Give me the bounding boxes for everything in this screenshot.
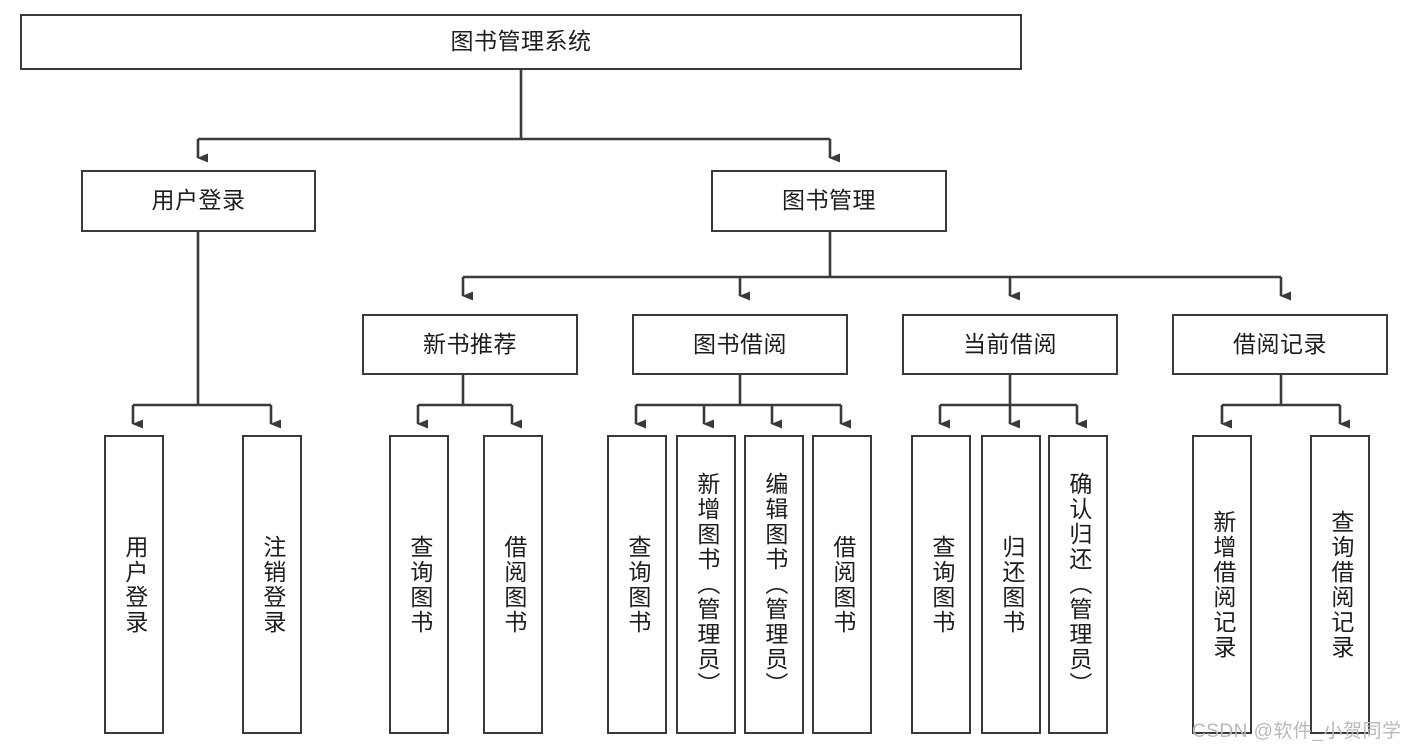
leaf-user-login[interactable]: 用户登录	[104, 435, 164, 734]
node-label: 查询借阅记录	[1327, 509, 1354, 660]
leaf-logout[interactable]: 注销登录	[242, 435, 302, 734]
node-root-book-management-system[interactable]: 图书管理系统	[20, 14, 1022, 70]
node-book-borrowing[interactable]: 图书借阅	[632, 314, 848, 375]
node-label: 图书管理	[782, 187, 876, 214]
node-label: 用户登录	[121, 534, 148, 635]
leaf-query-book-current[interactable]: 查询图书	[911, 435, 971, 734]
node-book-management[interactable]: 图书管理	[711, 170, 947, 232]
node-label: 新增借阅记录	[1209, 509, 1236, 660]
node-label: 图书借阅	[693, 330, 787, 357]
leaf-query-book-new[interactable]: 查询图书	[389, 435, 449, 734]
node-label: 用户登录	[151, 187, 246, 214]
node-user-login[interactable]: 用户登录	[81, 170, 316, 232]
node-label: 借阅图书	[500, 534, 527, 635]
node-label: 当前借阅	[963, 330, 1057, 357]
csdn-watermark: CSDN @软件_小贺同学	[1192, 721, 1402, 742]
leaf-return-book[interactable]: 归还图书	[981, 435, 1041, 734]
node-label: 编辑图书（管理员）	[761, 472, 788, 697]
node-label: 查询图书	[406, 534, 433, 635]
node-label: 查询图书	[624, 534, 651, 635]
node-label: 注销登录	[259, 534, 286, 635]
node-label: 确认归还（管理员）	[1065, 472, 1092, 697]
node-label: 借阅图书	[829, 534, 856, 635]
leaf-borrow-book-new[interactable]: 借阅图书	[483, 435, 543, 734]
leaf-borrow-book[interactable]: 借阅图书	[812, 435, 872, 734]
leaf-add-book-admin[interactable]: 新增图书（管理员）	[676, 435, 736, 734]
node-new-book-recommend[interactable]: 新书推荐	[362, 314, 578, 375]
node-label: 归还图书	[998, 534, 1025, 635]
node-current-borrowing[interactable]: 当前借阅	[902, 314, 1118, 375]
leaf-confirm-return-admin[interactable]: 确认归还（管理员）	[1048, 435, 1108, 734]
leaf-query-borrow-record[interactable]: 查询借阅记录	[1310, 435, 1370, 734]
node-label: 新书推荐	[423, 330, 517, 357]
leaf-add-borrow-record[interactable]: 新增借阅记录	[1192, 435, 1252, 734]
node-label: 查询图书	[928, 534, 955, 635]
node-label: 借阅记录	[1233, 330, 1327, 357]
leaf-edit-book-admin[interactable]: 编辑图书（管理员）	[744, 435, 804, 734]
leaf-query-book-borrow[interactable]: 查询图书	[607, 435, 667, 734]
node-label: 新增图书（管理员）	[693, 472, 720, 697]
node-borrowing-records[interactable]: 借阅记录	[1172, 314, 1388, 375]
node-label: 图书管理系统	[450, 28, 592, 55]
